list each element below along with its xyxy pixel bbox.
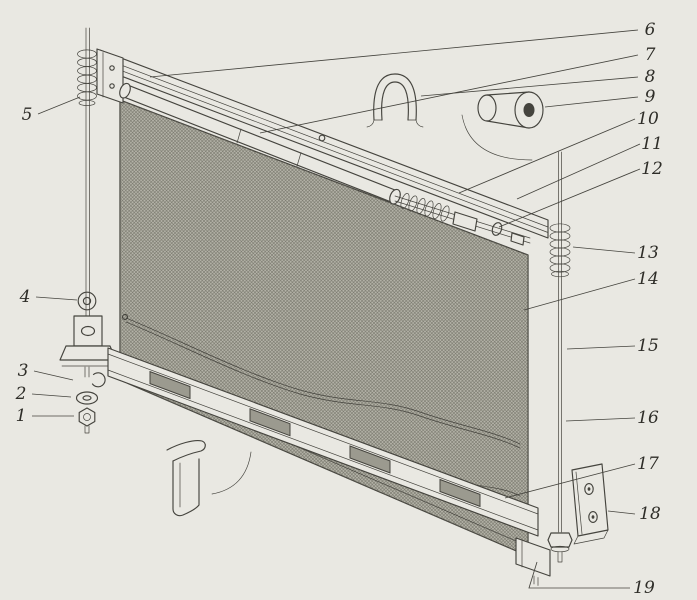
callout-2: 2 [15, 384, 27, 404]
callout-10: 10 [637, 109, 659, 129]
leader-line-7 [259, 54, 639, 134]
callout-9: 9 [645, 87, 656, 107]
leader-line-15 [566, 345, 636, 350]
rail-slot [349, 445, 391, 474]
pointer-arc [461, 114, 533, 161]
leader-line-8 [420, 76, 639, 97]
leader-line-9 [544, 96, 639, 108]
callout-7: 7 [645, 45, 656, 65]
callout-3: 3 [18, 361, 29, 381]
clamp-detail [366, 73, 424, 128]
callout-13: 13 [637, 243, 659, 263]
callout-16: 16 [637, 408, 659, 428]
rod-lower-nut [547, 532, 573, 563]
shaft-end-nut [510, 232, 525, 246]
leader-line-16 [565, 417, 636, 422]
callout-4: 4 [19, 287, 31, 307]
spool-bushing-detail [461, 91, 544, 161]
rail-slot [439, 478, 481, 508]
shaft-end-fitting [491, 222, 503, 236]
callout-17: 17 [637, 454, 659, 474]
roller-tube [119, 82, 401, 205]
left-mounting-bracket [59, 315, 117, 378]
top-left-end-plate [96, 48, 124, 104]
ratchet-fitting [452, 211, 478, 232]
leader-lines [31, 29, 641, 589]
callout-18: 18 [639, 504, 661, 524]
right-mounting-bracket [571, 463, 609, 545]
leader-line-19 [528, 561, 630, 589]
callout-11: 11 [641, 134, 663, 154]
leader-line-17 [504, 463, 636, 499]
flat-washer [75, 391, 99, 405]
callout-numbers: 6 7 8 9 10 11 12 13 14 15 16 17 18 19 5 … [15, 20, 663, 598]
leader-line-10 [458, 118, 636, 194]
leader-line-3 [33, 370, 74, 381]
left-spring [77, 49, 97, 106]
callout-15: 15 [637, 336, 659, 356]
leader-line-11 [516, 143, 641, 200]
leader-line-12 [498, 168, 641, 228]
shaft-spring [400, 193, 450, 222]
callout-19: 19 [633, 578, 655, 598]
leader-line-2 [31, 393, 72, 398]
pull-cord-upper [121, 313, 521, 449]
callout-14: 14 [637, 269, 659, 289]
leader-line-6 [149, 29, 639, 78]
winding-shaft-assembly [394, 193, 531, 246]
callout-5: 5 [22, 105, 33, 125]
rail-hole [318, 134, 326, 142]
leader-line-5 [37, 96, 81, 115]
clip-detail [166, 439, 252, 517]
top-rail [96, 48, 549, 239]
callout-1: 1 [16, 406, 27, 426]
corner-piece [515, 537, 551, 586]
left-tension-rod [59, 27, 117, 434]
bottom-rail [107, 347, 551, 586]
spring-washer [91, 372, 106, 388]
leader-line-4 [35, 296, 78, 301]
rod-lug [77, 291, 97, 311]
leader-line-18 [607, 510, 636, 515]
leader-line-14 [523, 278, 636, 311]
hex-nut [78, 407, 96, 434]
right-tension-rod [547, 151, 609, 563]
callout-6: 6 [645, 20, 656, 40]
callout-8: 8 [645, 67, 656, 87]
rail-slot [249, 408, 291, 437]
leader-line-13 [572, 246, 636, 254]
right-spring [549, 223, 571, 278]
rail-slot [149, 370, 191, 400]
pointer-arc [211, 451, 252, 495]
callout-12: 12 [641, 159, 663, 179]
